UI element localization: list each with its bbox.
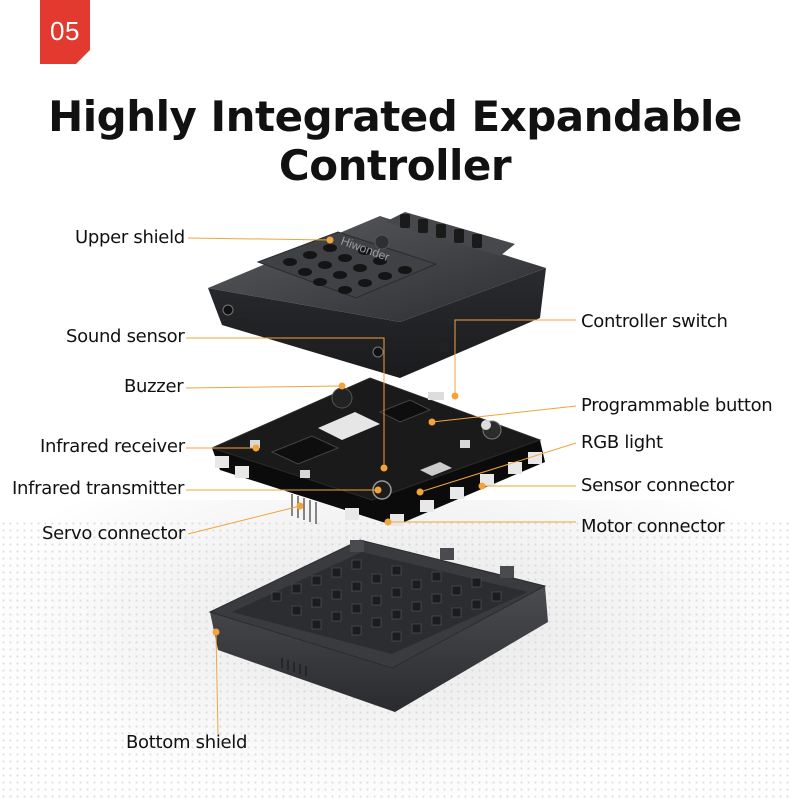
pcb-board [210,377,545,526]
leader-lines [185,237,577,735]
leader-dots [212,236,486,636]
page-title: Highly Integrated Expandable Controller [48,92,742,190]
label-infrared-transmitter: Infrared transmitter [12,478,185,499]
upper-shield: Hiwonder [208,212,546,378]
label-motor-connector: Motor connector [581,516,725,537]
section-number-badge: 05 [40,0,90,64]
label-sound-sensor: Sound sensor [66,326,185,347]
label-rgb-light: RGB light [581,432,663,453]
label-buzzer: Buzzer [124,376,184,397]
label-upper-shield: Upper shield [75,227,185,248]
section-number: 05 [50,16,80,46]
label-programmable-button: Programmable button [581,395,773,416]
label-infrared-receiver: Infrared receiver [40,436,185,457]
label-sensor-connector: Sensor connector [581,475,734,496]
label-servo-connector: Servo connector [42,523,185,544]
bottom-shield [208,539,548,712]
label-bottom-shield: Bottom shield [126,732,248,753]
label-controller-switch: Controller switch [581,311,728,332]
